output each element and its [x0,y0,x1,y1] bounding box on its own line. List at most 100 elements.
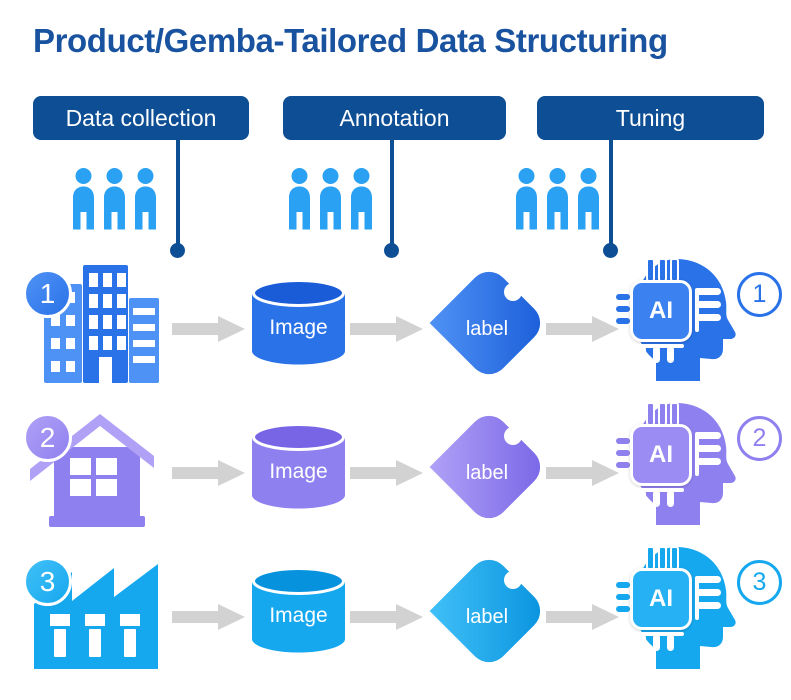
chip-pin [646,402,655,426]
connector-line [609,140,613,246]
pipeline-row: 3 [0,545,791,675]
connector-dot [170,243,185,258]
result-number: 2 [752,424,767,452]
tag-hole [504,283,522,301]
arrow-right-icon [546,316,619,342]
database-label: Image [269,604,328,627]
chip-pin [695,301,721,308]
result-number-circle: 1 [737,272,782,317]
chip-pin [646,258,655,282]
database-cylinder [252,279,345,365]
result-number: 1 [752,280,767,308]
tag-label: label [465,606,509,628]
phase-pill-annotation: Annotation [283,96,506,140]
chip-pin [646,546,655,570]
tag-hole [504,427,522,445]
result-number: 3 [752,568,767,596]
ai-head-icon: AI [616,257,744,383]
chip-pin [639,346,646,363]
database-label: Image [269,460,328,483]
house-icon [30,414,154,527]
step-number-badge: 1 [23,269,72,318]
chip-pin [639,634,646,651]
database-cylinder [252,567,345,653]
person-icon [135,168,156,230]
chip-pin [670,546,679,570]
chip-label: AI [649,297,673,324]
chip-pin [695,445,721,452]
chip-pin [616,606,630,612]
chip-pin [658,258,667,282]
pipeline-row: 2 [0,401,791,531]
step-number-badge: 2 [23,413,72,462]
chip-pin [616,462,630,468]
chip-pin [695,288,699,332]
arrow-right-icon [546,604,619,630]
ai-head-icon: AI [616,401,744,527]
chip-label: AI [649,441,673,468]
label-tag-icon: label [428,407,550,527]
person-icon [578,168,599,230]
chip-label: AI [649,585,673,612]
chip-pin [667,490,674,507]
chip-pin [695,576,699,620]
arrow-right-icon [350,604,423,630]
connector-dot [384,243,399,258]
tag-hole [504,571,522,589]
person-icon [320,168,341,230]
arrow-right-icon [172,460,245,486]
arrow-right-icon [350,316,423,342]
step-number: 1 [39,277,56,309]
step-number: 2 [39,421,56,453]
person-icon [289,168,310,230]
chip-pin [670,402,679,426]
chip-pin [695,602,721,609]
arrow-right-icon [172,604,245,630]
chip-pin [695,458,721,465]
chip-pin [616,294,630,300]
step-number-badge: 3 [23,557,72,606]
label-tag-icon: label [428,551,550,671]
ai-chip-icon: AI [630,280,692,342]
people-group-icon [286,168,375,230]
arrow-right-icon [172,316,245,342]
database-cylinder [252,423,345,509]
phase-pill-data-collection: Data collection [33,96,249,140]
result-number-circle: 3 [737,560,782,605]
connector-line [176,140,180,246]
chip-pin [636,344,684,348]
arrow-right-icon [546,460,619,486]
image-database-icon: Image [250,279,347,367]
person-icon [351,168,372,230]
image-database-icon: Image [250,423,347,511]
ai-chip-icon: AI [630,568,692,630]
connector-dot [603,243,618,258]
chip-pin [616,438,630,444]
page-title: Product/Gemba-Tailored Data Structuring [33,22,668,59]
chip-pin [658,546,667,570]
chip-pin [695,576,721,583]
chip-pin [667,346,674,363]
person-icon [516,168,537,230]
image-database-icon: Image [250,567,347,655]
chip-pin [636,488,684,492]
ai-head-icon: AI [616,545,744,671]
tag-label: label [465,462,509,484]
chip-pin [636,632,684,636]
chip-pin [695,432,721,439]
chip-pin [616,582,630,588]
people-group-icon [70,168,159,230]
step-number: 3 [39,565,56,597]
chip-pin [653,634,660,651]
chip-pin [670,258,679,282]
chip-pin [616,450,630,456]
people-group-icon [513,168,602,230]
chip-pin [653,490,660,507]
database-label: Image [269,316,328,339]
person-icon [547,168,568,230]
data-source-icon [24,259,170,383]
result-number-circle: 2 [737,416,782,461]
ai-chip-icon: AI [630,424,692,486]
pipeline-row: 1 [0,257,791,387]
arrow-right-icon [350,460,423,486]
